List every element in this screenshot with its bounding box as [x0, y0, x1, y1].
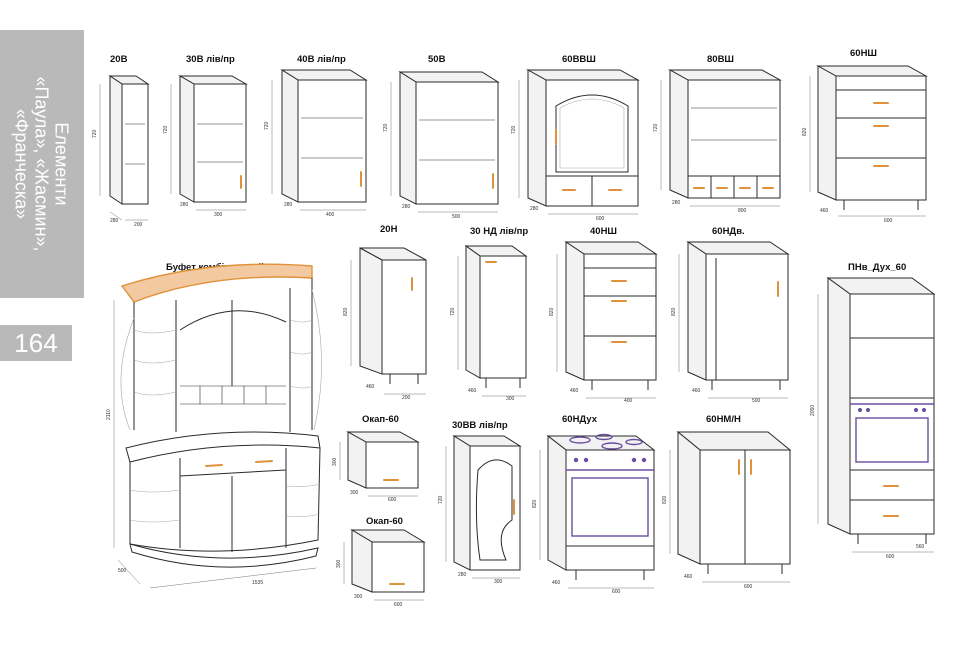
- dim-width: 600: [394, 602, 403, 608]
- dim-depth: 460: [820, 208, 829, 214]
- dim-width: 400: [326, 212, 335, 218]
- dim-depth: 560: [916, 544, 925, 550]
- sidebar-band: [0, 30, 84, 298]
- dim-depth: 280: [180, 202, 189, 208]
- unit-pnv-duh-60: ПНв_Дух_60 2050 560 600: [810, 262, 936, 560]
- dim-depth: 280: [458, 572, 467, 578]
- dim-width: 600: [612, 589, 621, 595]
- unit-label: 60НШ: [850, 48, 877, 59]
- dim-width: 300: [214, 212, 223, 218]
- dim-height: 820: [671, 307, 677, 316]
- dim-depth: 300: [354, 594, 363, 600]
- dim-height: 720: [450, 307, 456, 316]
- unit-60ndv: 60НДв. 820 460 500: [671, 226, 790, 404]
- dim-width: 500: [752, 398, 761, 404]
- dim-width: 400: [624, 398, 633, 404]
- unit-30vv: 30ВВ лів/пр 720 280 300: [438, 420, 522, 585]
- dim-height: 820: [802, 127, 808, 136]
- unit-label: 40В лів/пр: [297, 54, 346, 65]
- dim-height: 720: [163, 125, 169, 134]
- dim-depth: 460: [468, 388, 477, 394]
- dim-height: 820: [532, 499, 538, 508]
- unit-label: 20В: [110, 54, 128, 65]
- unit-30nd: 30 НД лів/пр 720 460 300: [450, 226, 528, 402]
- dim-depth: 500: [118, 568, 127, 574]
- unit-label: ПНв_Дух_60: [848, 262, 906, 273]
- unit-okap-60-b: Окап-60 300 300 600: [336, 516, 426, 608]
- unit-label: 60ВВШ: [562, 54, 596, 65]
- dim-depth: 280: [530, 206, 539, 212]
- dim-width: 800: [738, 208, 747, 214]
- dim-width: 1535: [252, 580, 263, 586]
- unit-label: 60НДв.: [712, 226, 745, 237]
- dim-depth: 280: [672, 200, 681, 206]
- dim-depth: 280: [110, 218, 119, 224]
- unit-80vsh: 80ВШ 720 280 800: [653, 54, 782, 214]
- dim-height: 720: [653, 123, 659, 132]
- unit-60vvsh: 60ВВШ 720 280 600: [511, 54, 640, 222]
- unit-label: 40НШ: [590, 226, 617, 237]
- dim-height: 2050: [810, 405, 816, 416]
- unit-label: 30 НД лів/пр: [470, 226, 528, 237]
- dim-depth: 460: [366, 384, 375, 390]
- dim-depth: 460: [570, 388, 579, 394]
- dim-depth: 300: [350, 490, 359, 496]
- dim-height: 720: [264, 121, 270, 130]
- dim-height: 720: [511, 125, 517, 134]
- dim-width: 600: [388, 497, 397, 503]
- dim-width: 600: [886, 554, 895, 560]
- dim-height: 720: [92, 129, 98, 138]
- dim-width: 600: [596, 216, 605, 222]
- dim-width: 300: [506, 396, 515, 402]
- dim-height: 820: [549, 307, 555, 316]
- unit-label: 60НМ/Н: [706, 414, 741, 425]
- unit-20v: 20В 720 280 200: [92, 54, 150, 228]
- unit-60nmn: 60НМ/Н 820 460 600: [662, 414, 792, 590]
- unit-label: 80ВШ: [707, 54, 734, 65]
- unit-label: 30ВВ лів/пр: [452, 420, 508, 431]
- unit-label: 60НДух: [562, 414, 598, 425]
- dim-depth: 280: [284, 202, 293, 208]
- unit-buffet: Буфет комбінований: [106, 262, 322, 589]
- dim-depth: 460: [684, 574, 693, 580]
- page-number: 164: [0, 325, 72, 361]
- dim-height: 2110: [106, 409, 112, 420]
- dim-height: 720: [438, 495, 444, 504]
- dim-height: 720: [383, 123, 389, 132]
- unit-label: Окап-60: [362, 414, 399, 425]
- unit-okap-60-a: Окап-60 300 300 600: [332, 414, 420, 503]
- unit-40v: 40В лів/пр 720 280 400: [264, 54, 368, 218]
- unit-20n: 20Н 820 460 200: [343, 224, 427, 401]
- dim-height: 300: [336, 559, 342, 568]
- dim-width: 500: [452, 214, 461, 220]
- dim-width: 200: [134, 222, 143, 228]
- dim-height: 300: [332, 457, 338, 466]
- unit-label: 50В: [428, 54, 446, 65]
- unit-label: 20Н: [380, 224, 398, 235]
- unit-60nduh: 60НДух 820 460 600: [532, 414, 656, 595]
- unit-30v: 30В лів/пр 720 280 300: [163, 54, 248, 218]
- dim-depth: 280: [402, 204, 411, 210]
- dim-height: 820: [662, 495, 668, 504]
- dim-width: 600: [744, 584, 753, 590]
- unit-60nsh: 60НШ 820 460 600: [802, 48, 928, 224]
- dim-depth: 460: [692, 388, 701, 394]
- dim-width: 300: [494, 579, 503, 585]
- unit-40nsh: 40НШ 820 460 400: [549, 226, 658, 404]
- dim-depth: 460: [552, 580, 561, 586]
- dim-width: 200: [402, 395, 411, 401]
- unit-50v: 50В 720 280 500: [383, 54, 500, 220]
- dim-height: 820: [343, 307, 349, 316]
- unit-label: 30В лів/пр: [186, 54, 235, 65]
- dim-width: 600: [884, 218, 893, 224]
- unit-label: Окап-60: [366, 516, 403, 527]
